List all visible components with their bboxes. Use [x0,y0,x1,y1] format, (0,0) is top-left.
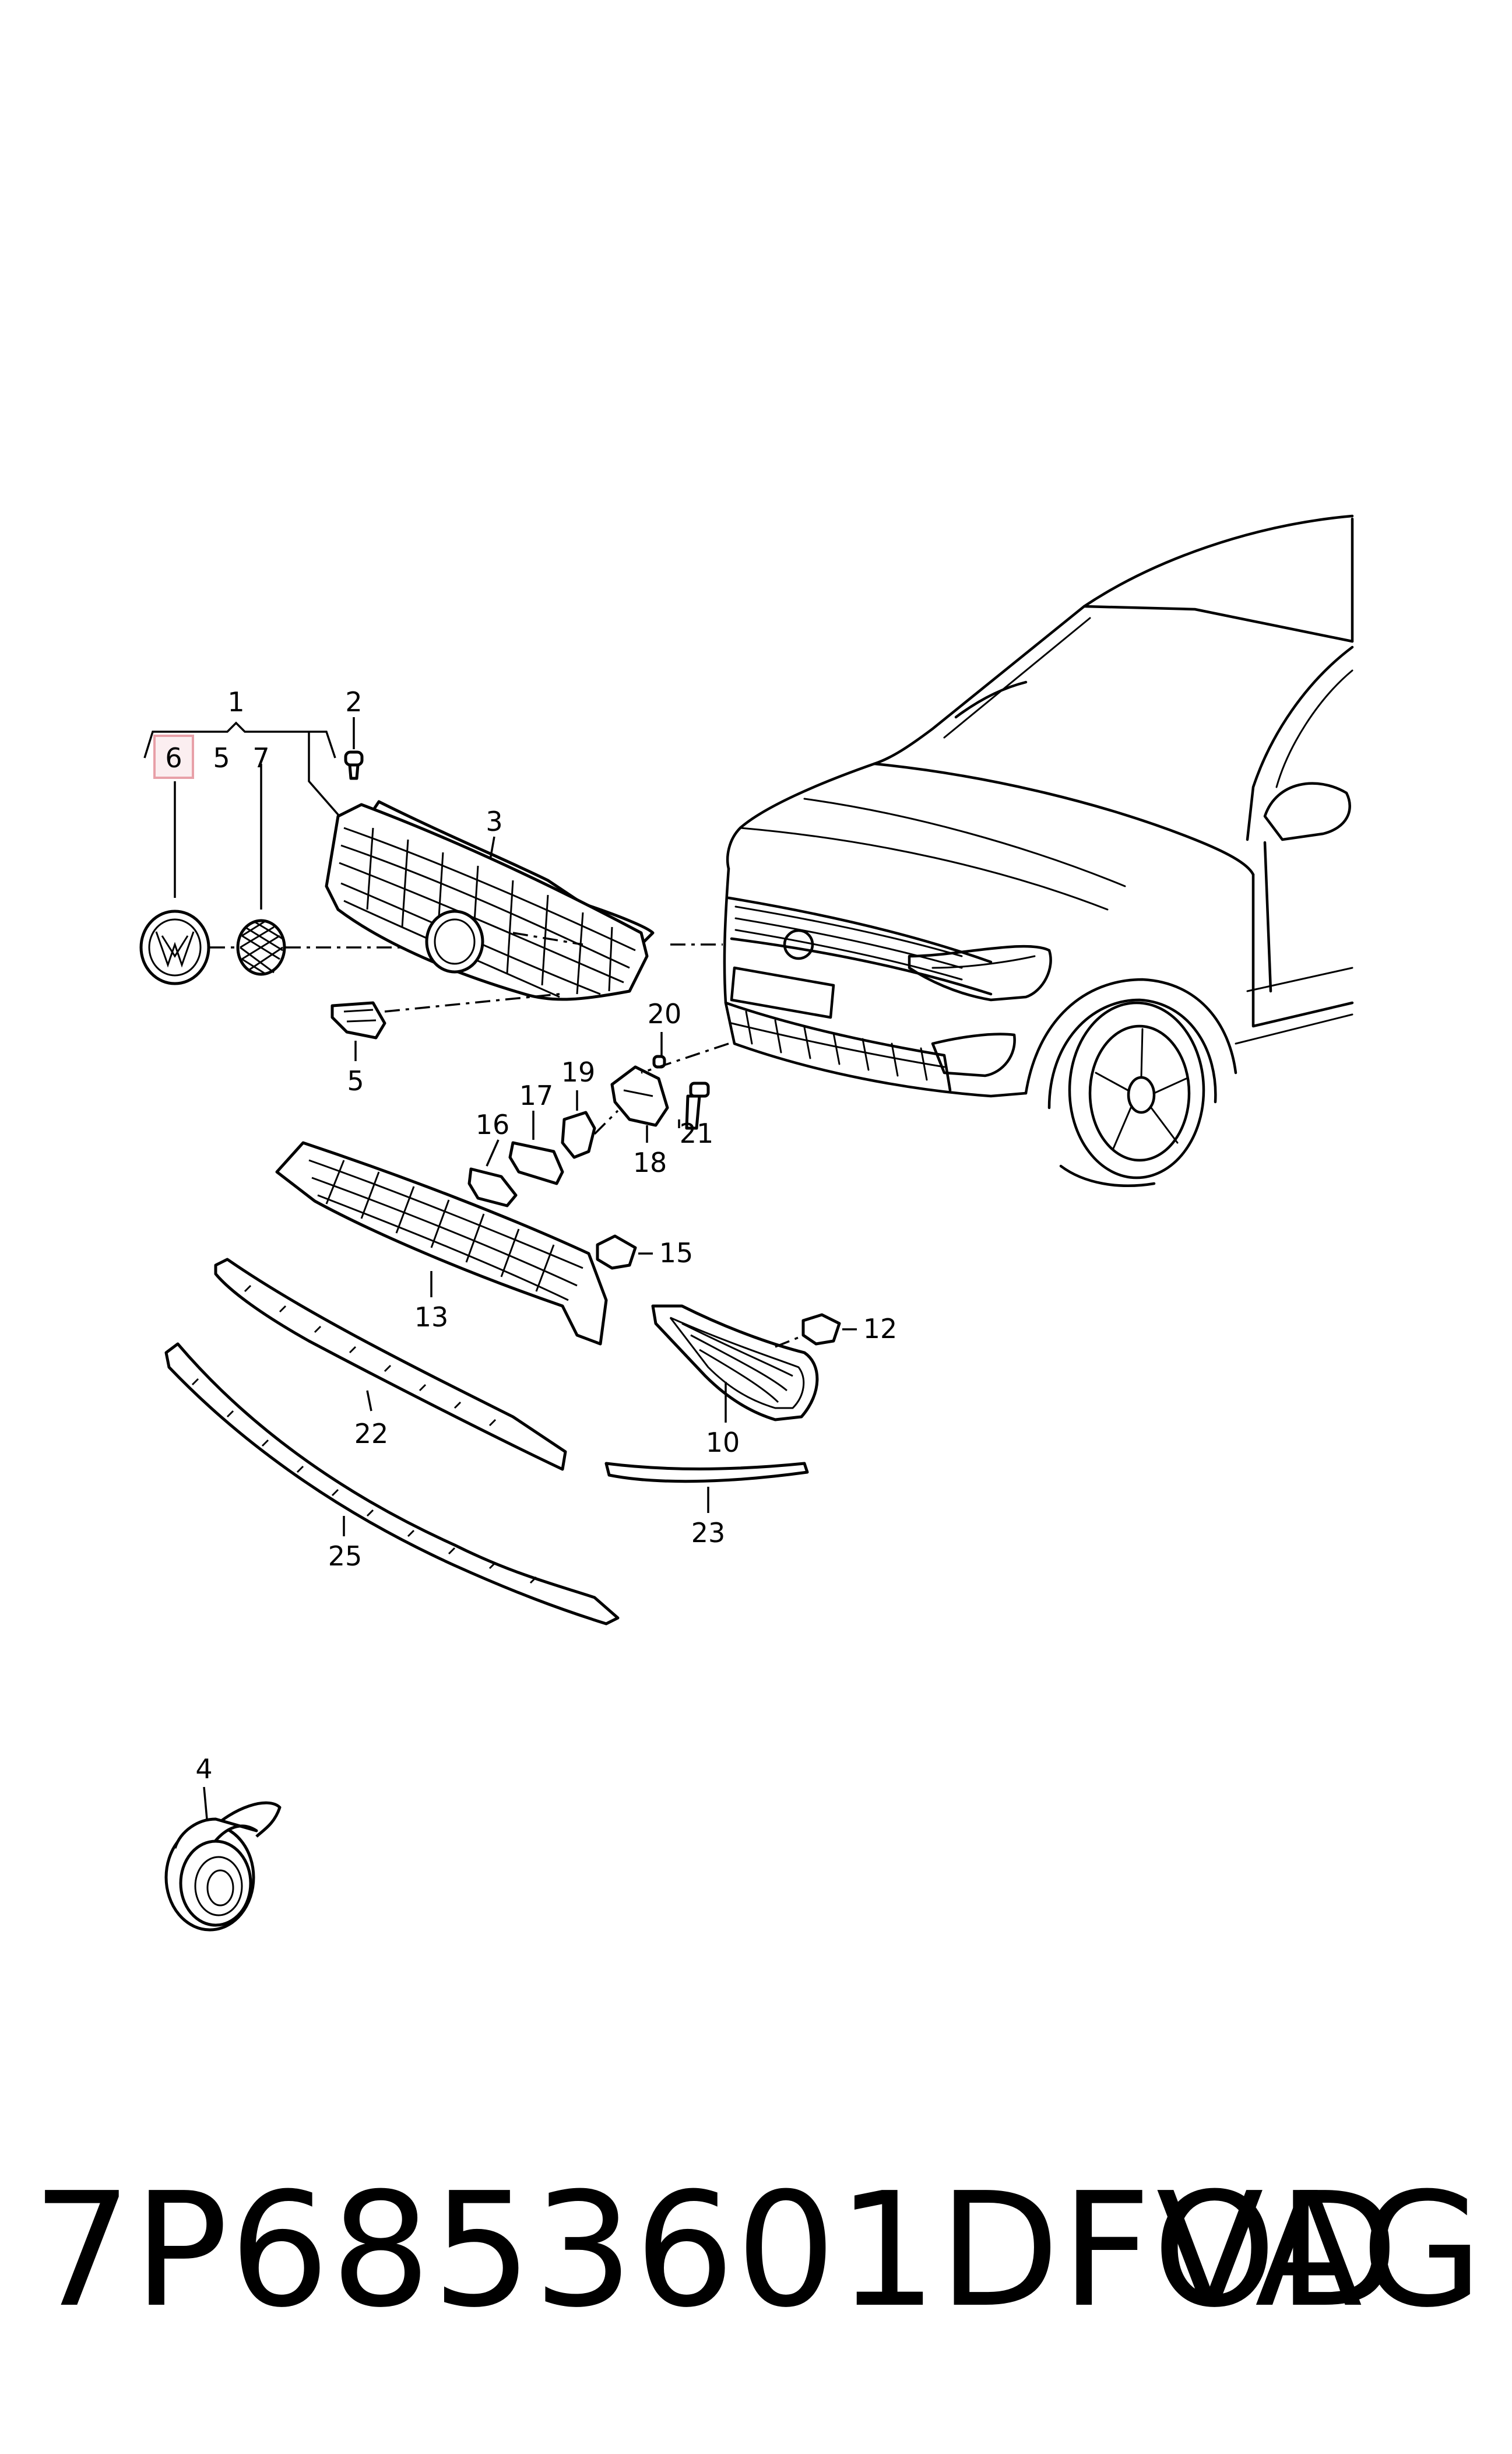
screw-part-2 [344,750,364,780]
callout-15: 15 [659,1237,694,1269]
callout-4: 4 [195,1753,212,1785]
radiator-grille [325,803,649,1001]
callout-23: 23 [691,1517,726,1549]
mesh-badge-part-7 [236,919,286,976]
fog-trim-part-10 [651,1304,819,1421]
callout-3: 3 [486,806,502,837]
sensor-bracket-part-18 [610,1065,669,1127]
tape-roll-part-4 [164,1801,282,1932]
group-bracket-1 [143,721,351,910]
callout-22: 22 [354,1418,389,1449]
callout-2: 2 [345,686,362,718]
callout-7: 7 [252,742,269,774]
vehicle-outline [723,514,1354,1187]
holder-part-17 [508,1141,564,1185]
emblem-part-6 [139,910,210,985]
callout-1: 1 [227,686,244,718]
callout-17: 17 [519,1080,554,1111]
callout-13: 13 [414,1301,449,1333]
callout-16: 16 [476,1109,510,1140]
callout-10: 10 [706,1427,740,1458]
callout-6[interactable]: 6 [165,742,182,774]
clip-part-5 [330,1001,386,1040]
callout-6-highlight[interactable] [153,735,194,779]
callout-18: 18 [633,1147,667,1178]
clip-part-16 [467,1167,518,1207]
callout-5-lower: 5 [347,1065,364,1097]
callout-21: 21 [680,1118,714,1149]
strip-part-23 [604,1462,809,1483]
brand-text: VAG [1156,2158,1484,2342]
sensor-part-19 [561,1111,596,1159]
callout-25: 25 [328,1540,363,1572]
screw-part-21 [685,1082,710,1130]
callout-19: 19 [561,1056,596,1088]
callout-5-upper: 5 [213,742,230,774]
clip-part-15 [596,1234,637,1270]
callout-20: 20 [648,998,682,1030]
clip-part-12 [801,1313,841,1346]
chrome-strip-part-22 [214,1258,567,1471]
callout-12: 12 [863,1313,898,1344]
lower-strip-part-25 [164,1342,620,1626]
part-number-text: 7P6853601DFOD [32,2158,1400,2342]
lower-grille-part-13 [275,1141,608,1346]
